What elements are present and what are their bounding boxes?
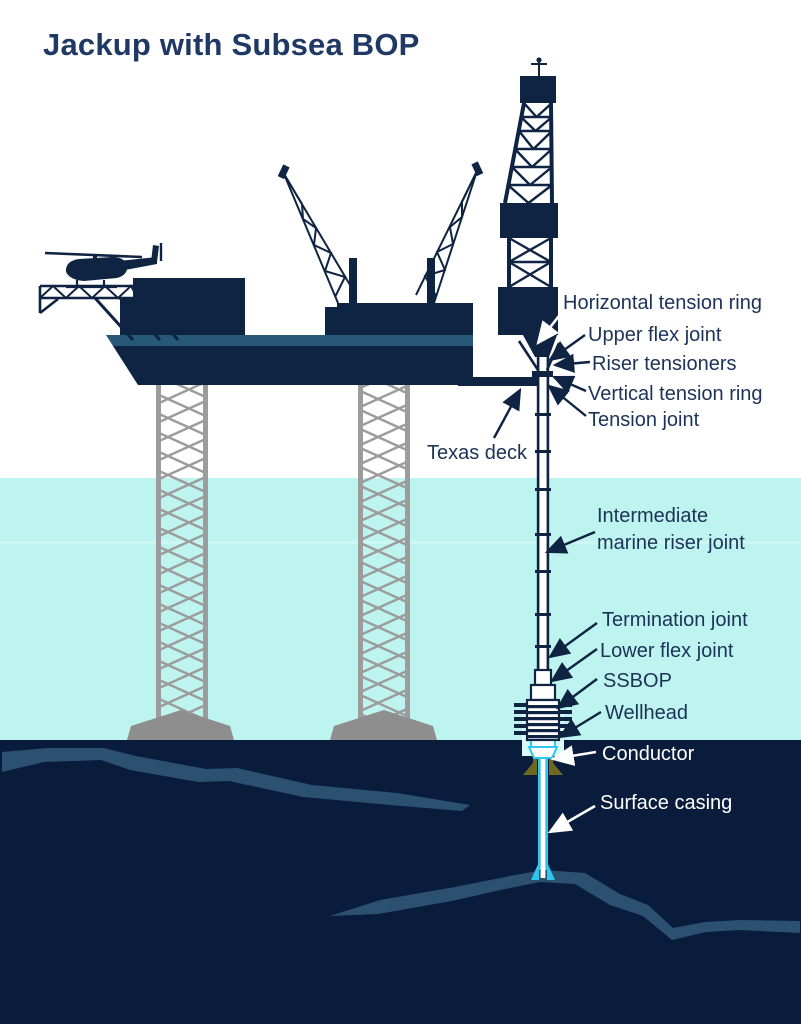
label-ssbop: SSBOP: [603, 670, 672, 692]
crown-block: [520, 76, 556, 103]
arrow-horizontal-tension-ring: [536, 311, 564, 346]
arrow-termination-joint: [548, 622, 598, 659]
arrow-riser-tensioners: [552, 353, 591, 373]
hull: [106, 335, 538, 386]
arrow-lower-flex-joint: [550, 648, 598, 683]
helicopter-skids: [66, 280, 117, 289]
label-vertical-tension-ring: Vertical tension ring: [588, 383, 763, 405]
crane-deck: [325, 303, 473, 335]
label-upper-flex-joint: Upper flex joint: [588, 324, 722, 346]
label-surface-casing: Surface casing: [600, 792, 733, 814]
label-intermediate-line2: marine riser joint: [597, 532, 745, 554]
marine-riser: [535, 352, 551, 672]
arrow-tension-joint: [547, 384, 587, 417]
label-arrows: [492, 311, 602, 834]
casing-shoe-right: [547, 862, 555, 880]
deckhouse-left: [120, 278, 245, 335]
spud-can-left: [127, 710, 234, 740]
label-riser-tensioners: Riser tensioners: [592, 353, 737, 375]
tensioner-line-left: [517, 340, 540, 371]
helicopter-main-rotor: [44, 251, 143, 259]
arrow-surface-casing: [547, 804, 596, 834]
vertical-tension-ring: [532, 371, 553, 377]
rock-stratum-upper: [2, 748, 470, 811]
page-title: Jackup with Subsea BOP: [43, 27, 420, 62]
derrick-taper-lattice: [507, 102, 553, 204]
riser-joint-connectors: [535, 413, 551, 648]
crane-right: [415, 161, 484, 305]
jackup-leg-right: [358, 385, 410, 726]
label-lower-flex-joint: Lower flex joint: [600, 640, 734, 662]
hull-stripe: [106, 335, 473, 346]
label-wellhead: Wellhead: [605, 702, 689, 724]
label-intermediate-marine-riser-joint: Intermediate marine riser joint: [597, 503, 745, 557]
label-intermediate-line1: Intermediate: [597, 505, 709, 527]
label-tension-joint: Tension joint: [588, 409, 700, 431]
jackup-leg-left: [156, 385, 208, 726]
helicopter-tail-fin: [151, 245, 159, 262]
texas-deck: [458, 377, 538, 386]
spud-can-right: [330, 710, 437, 740]
surface-casing: [531, 700, 555, 880]
derrick-mid-block: [500, 203, 558, 238]
lower-flex-joint: [529, 668, 557, 702]
label-conductor: Conductor: [602, 743, 695, 765]
casing-shoe-left: [531, 862, 539, 880]
derrick-mast: [531, 57, 547, 76]
crane-left: [277, 164, 357, 305]
label-horizontal-tension-ring: Horizontal tension ring: [563, 292, 762, 314]
arrow-wellhead: [557, 710, 602, 739]
seabed: [0, 740, 801, 1024]
arrow-texas-deck: [492, 387, 522, 439]
helideck: [38, 284, 180, 342]
helicopter: [44, 243, 163, 289]
label-texas-deck: Texas deck: [427, 442, 528, 464]
arrow-vertical-tension-ring: [551, 375, 587, 394]
arrow-ssbop: [556, 678, 598, 710]
arrow-conductor: [550, 745, 597, 766]
label-termination-joint: Termination joint: [602, 609, 748, 631]
arrow-intermediate-riser-joint: [544, 530, 596, 554]
helicopter-tail-boom: [118, 257, 157, 271]
rock-stratum-lower: [330, 870, 800, 940]
